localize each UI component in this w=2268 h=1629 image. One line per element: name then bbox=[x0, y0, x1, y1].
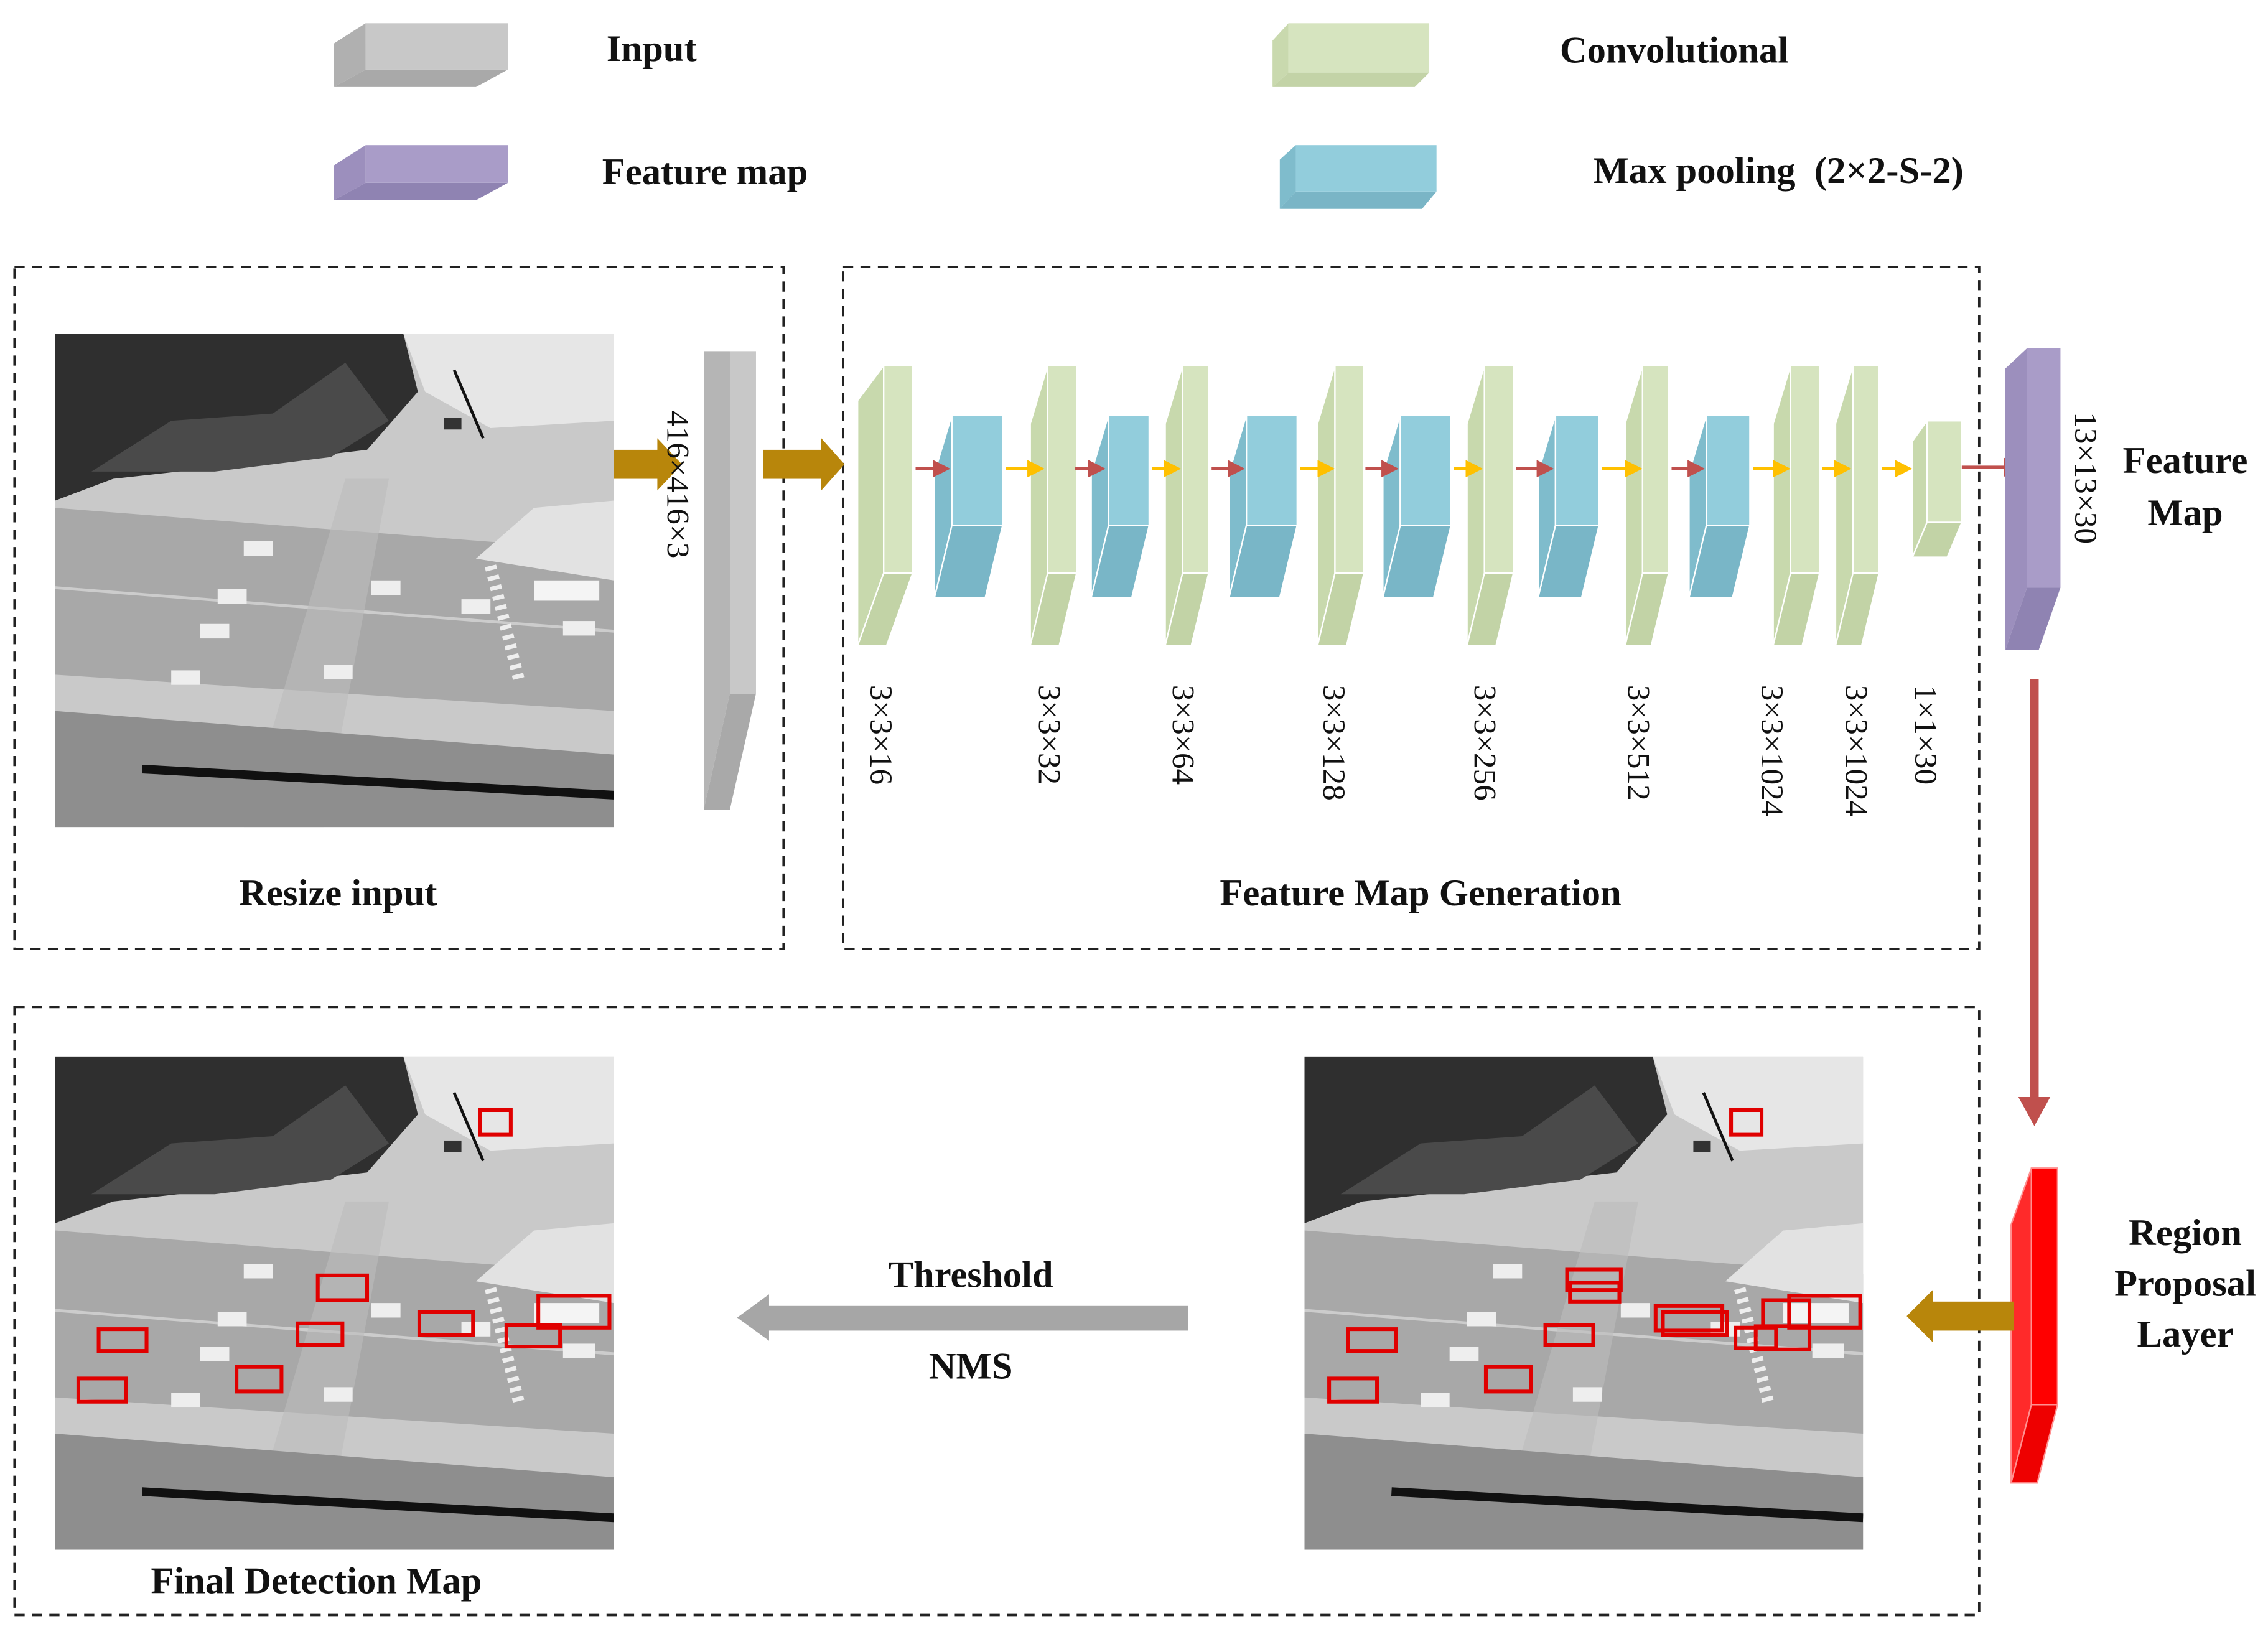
input-image bbox=[55, 334, 614, 827]
conv-layer-7 bbox=[1316, 365, 1365, 646]
conv-size-label-4: 3×3×128 bbox=[1316, 685, 1351, 801]
legend-input-swatch bbox=[334, 23, 508, 87]
conv-layer-13 bbox=[1772, 365, 1821, 646]
legend-feature-map-swatch bbox=[334, 145, 508, 200]
final-detection-image bbox=[55, 1057, 614, 1550]
feature-map-label-line1: Feature bbox=[2123, 440, 2248, 482]
legend-feature-map-label: Feature map bbox=[602, 151, 808, 193]
conv-size-label-8: 3×3×1024 bbox=[1838, 685, 1874, 817]
nms-label: NMS bbox=[929, 1345, 1013, 1387]
input-size-label: 416×416×3 bbox=[660, 411, 696, 558]
maxpool-layer-12 bbox=[1687, 414, 1751, 599]
maxpool-layer-2 bbox=[933, 414, 1004, 599]
input-block bbox=[704, 351, 756, 810]
conv-layer-11 bbox=[1624, 365, 1670, 646]
legend-convolutional-swatch bbox=[1272, 23, 1430, 87]
maxpool-layer-4 bbox=[1090, 414, 1150, 599]
conv-size-label-3: 3×3×64 bbox=[1165, 685, 1200, 785]
conv-layer-14 bbox=[1834, 365, 1880, 646]
final-detection-boxes bbox=[76, 1108, 612, 1404]
conv-size-labels: 3×3×16 3×3×32 3×3×64 3×3×128 3×3×256 3×3×512 3… bbox=[863, 685, 1943, 817]
conv-layer-9 bbox=[1466, 365, 1514, 646]
region-proposal-label-line2: Proposal bbox=[2114, 1263, 2256, 1304]
gold-arrow-to-feature-gen bbox=[763, 438, 845, 491]
feature-map-generation-title: Feature Map Generation bbox=[1220, 872, 1621, 914]
maxpool-layer-6 bbox=[1228, 414, 1299, 599]
conv-layer-1 bbox=[856, 363, 914, 646]
gold-arrow-to-proposals bbox=[1906, 1290, 2014, 1343]
legend-convolutional-label: Convolutional bbox=[1560, 29, 1788, 71]
conv-layer-5 bbox=[1164, 365, 1210, 646]
conv-size-label-5: 3×3×256 bbox=[1467, 685, 1502, 801]
feature-map-label-line2: Map bbox=[2147, 492, 2223, 534]
legend-input-label: Input bbox=[607, 28, 697, 70]
maxpool-layer-10 bbox=[1537, 414, 1600, 599]
threshold-label: Threshold bbox=[889, 1254, 1053, 1295]
resize-input-title: Resize input bbox=[239, 872, 437, 914]
conv-size-label-6: 3×3×512 bbox=[1621, 685, 1656, 801]
conv-size-label-9: 1×1×30 bbox=[1908, 685, 1943, 785]
conv-size-label-1: 3×3×16 bbox=[863, 685, 898, 785]
region-proposal-label-line1: Region bbox=[2129, 1212, 2242, 1254]
region-proposal-block bbox=[2010, 1167, 2059, 1484]
feature-map-block bbox=[2005, 348, 2061, 650]
output-size-label: 13×13×30 bbox=[2068, 412, 2103, 544]
conv-layer-3 bbox=[1029, 365, 1078, 646]
gray-arrow-nms bbox=[737, 1294, 1188, 1341]
maxpool-layer-8 bbox=[1381, 414, 1452, 599]
backbone-layers bbox=[856, 363, 1963, 646]
region-proposal-label-line3: Layer bbox=[2137, 1314, 2234, 1355]
feature-map-generation-frame bbox=[842, 266, 1981, 950]
legend: Input Feature map Convolutional Max pool… bbox=[334, 23, 1964, 209]
conv-size-label-7: 3×3×1024 bbox=[1754, 685, 1790, 817]
conv-size-label-2: 3×3×32 bbox=[1032, 685, 1067, 785]
conv-layer-1x1 bbox=[1911, 418, 1963, 558]
proposal-boxes bbox=[1327, 1108, 1862, 1404]
final-detection-map-title: Final Detection Map bbox=[151, 1561, 482, 1602]
legend-max-pooling-swatch bbox=[1279, 145, 1437, 209]
arrow-to-region-proposal-head bbox=[2018, 1096, 2051, 1126]
legend-max-pooling-label: Max pooling (2×2-S-2) bbox=[1594, 150, 1964, 192]
resize-input-frame bbox=[13, 266, 785, 950]
gold-arrow-to-input-block bbox=[614, 438, 683, 491]
